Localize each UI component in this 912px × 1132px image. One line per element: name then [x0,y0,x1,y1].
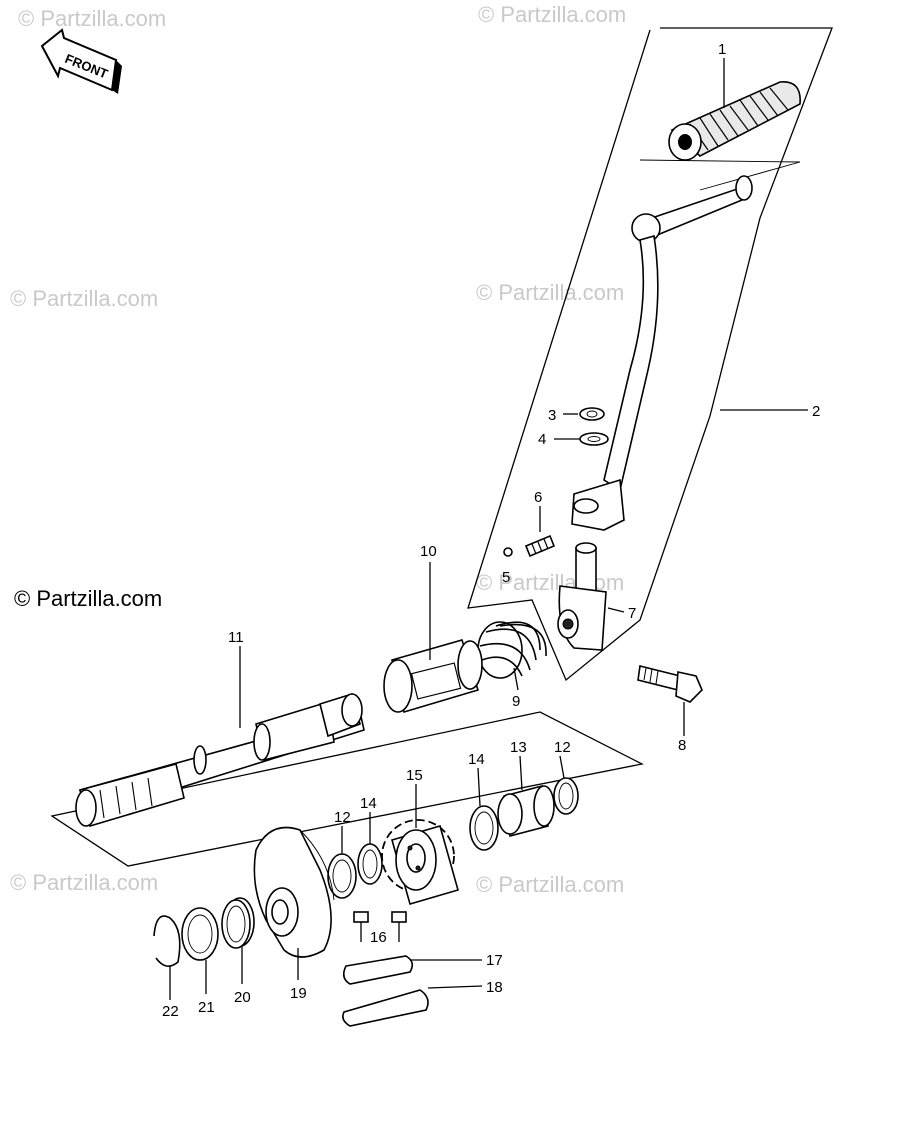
callout-3: 3 [548,407,556,424]
callout-12-left: 12 [334,809,351,826]
washer-right-inner [474,811,494,845]
circlip-inner [558,782,574,810]
callout-10: 10 [420,543,437,560]
lever-boss [557,542,607,651]
callout-12-right: 12 [554,739,571,756]
spring-guide [383,639,483,714]
watermark: © Partzilla.com [476,280,624,305]
ratchet [253,826,335,958]
kick-shaft [75,692,365,827]
watermark: © Partzilla.com [476,872,624,897]
callout-20: 20 [234,989,251,1006]
callout-5: 5 [502,569,510,586]
callout-2: 2 [812,403,820,420]
washer-right [469,805,499,851]
callout-9: 9 [512,693,520,710]
detent-spring [524,534,556,558]
watermark: © Partzilla.com [10,870,158,895]
grip-guide [639,159,801,191]
callout-19: 19 [290,985,307,1002]
guide-plate [342,955,414,985]
washer [579,432,609,446]
ratchet-spring [221,897,255,949]
callout-15: 15 [406,767,423,784]
callout-14-left: 14 [360,795,377,812]
callout-8: 8 [678,737,686,754]
callout-4: 4 [538,431,546,448]
circlip-small [579,407,605,421]
callout-11: 11 [228,629,244,646]
washer-left-inner [362,849,378,879]
callout-1: 1 [718,41,726,58]
front-arrow-icon: FRONT [40,28,122,94]
callout-6: 6 [534,489,542,506]
snap-ring [153,915,181,967]
kick-gear [381,819,459,905]
circlip-hole [586,410,598,418]
callout-22: 22 [162,1003,179,1020]
watermark: © Partzilla.com [478,2,626,27]
kick-lever [571,175,753,531]
callout-16: 16 [370,929,387,946]
callout-14-right: 14 [468,751,485,768]
bolt-pair [353,911,407,942]
washer-hole [587,436,601,442]
circlip-left-inner [332,859,352,893]
washer-large [181,907,219,961]
stopper-plate [342,989,429,1027]
rubber-grip [668,81,801,161]
watermark-main: © Partzilla.com [14,586,162,611]
steel-ball [503,547,513,557]
callout-21: 21 [198,999,215,1016]
circlip [553,777,579,815]
collar [497,784,555,838]
circlip-left [327,853,357,899]
callout-13: 13 [510,739,527,756]
washer-large-inner [187,914,213,954]
group-outline-shaft [50,711,644,867]
callout-17: 17 [486,952,503,969]
callout-7: 7 [628,605,636,622]
watermark: © Partzilla.com [18,6,166,31]
watermark: © Partzilla.com [10,286,158,311]
return-spring [477,621,547,679]
bolt [637,665,703,703]
leader-lines [169,58,808,1000]
group-outline-lever [467,27,833,682]
callout-18: 18 [486,979,503,996]
